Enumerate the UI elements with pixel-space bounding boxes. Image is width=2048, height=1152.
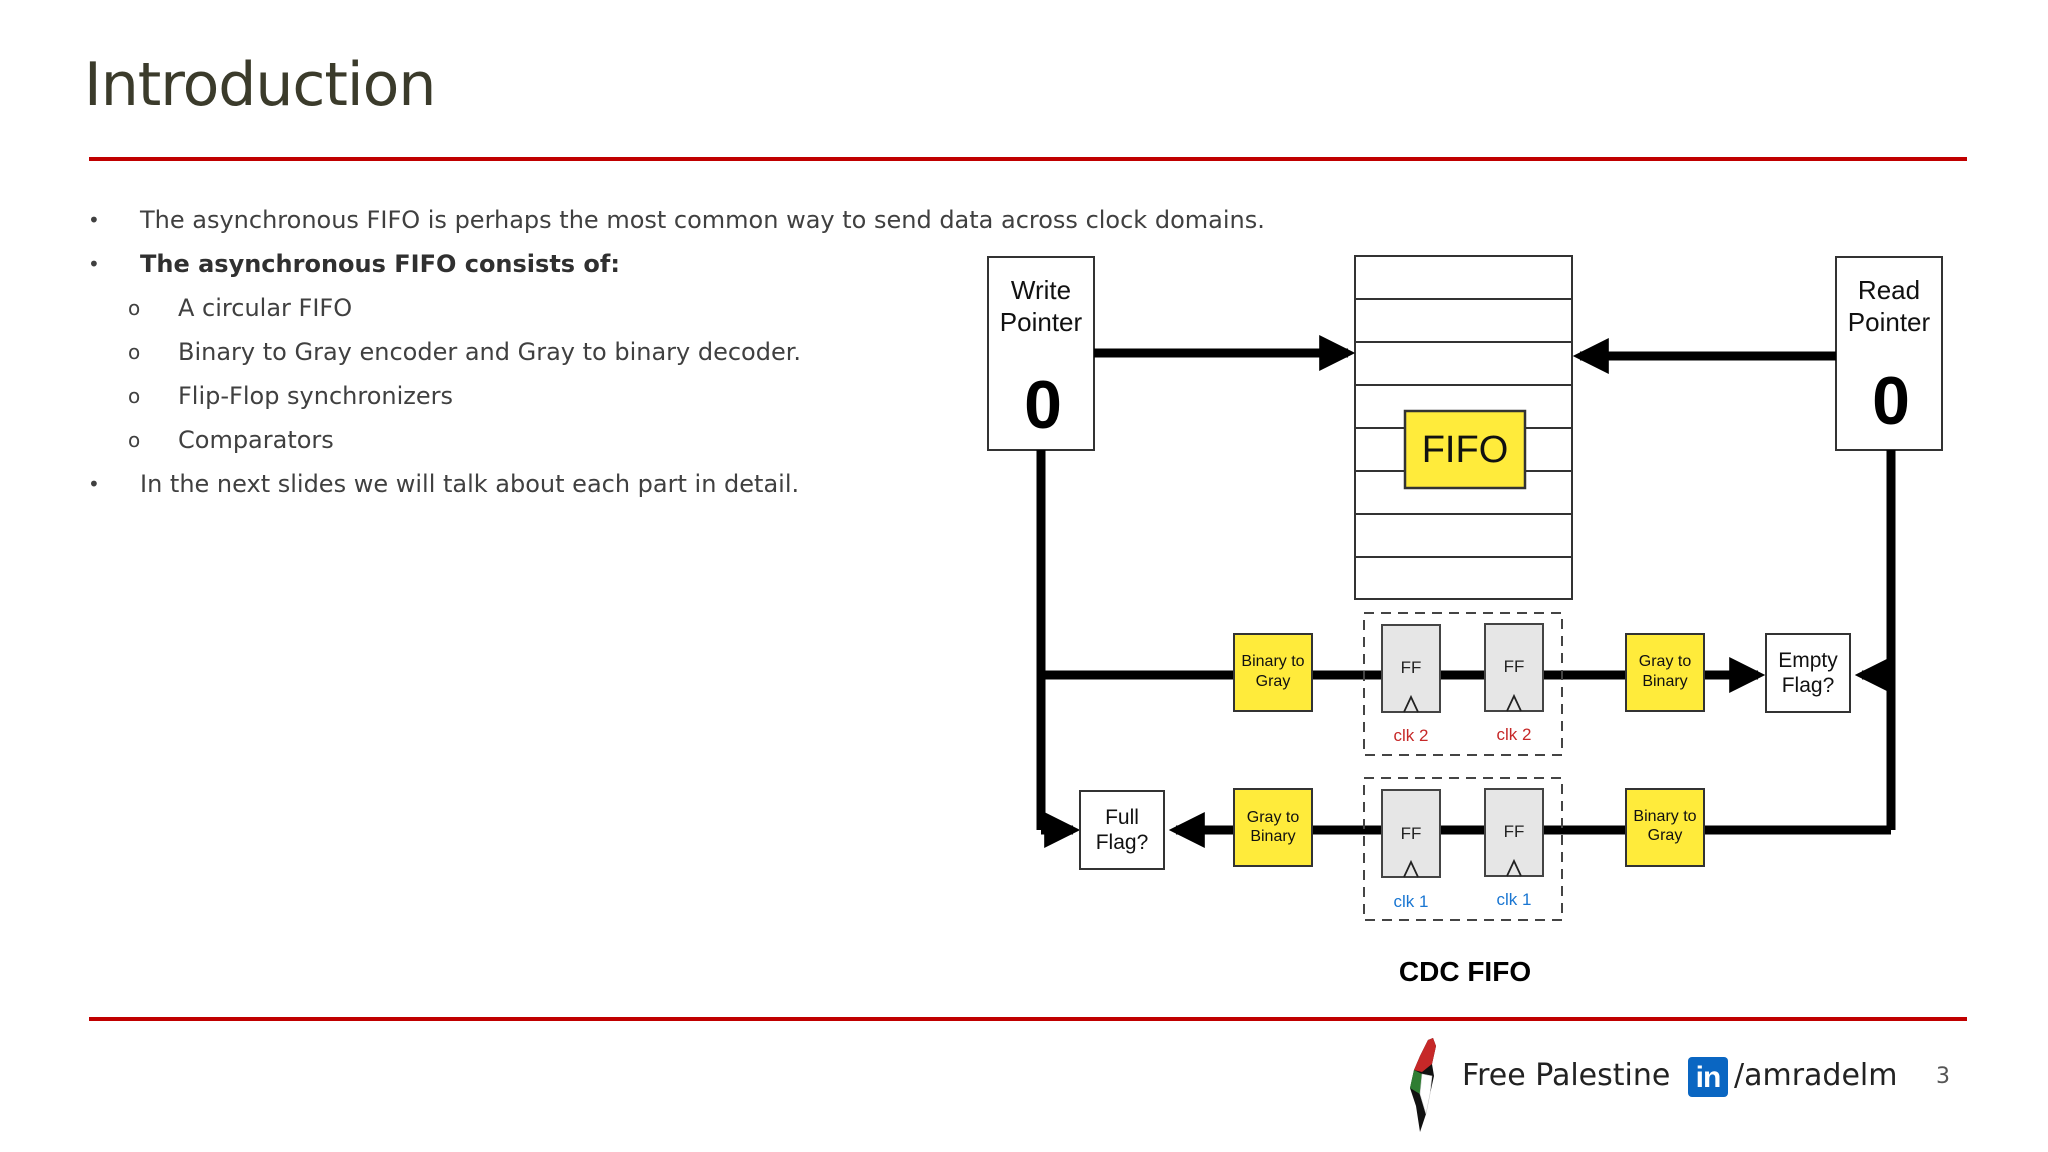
bottom-ff1-clk-label: clk 1 (1394, 892, 1429, 911)
top-encoder-box (1233, 633, 1313, 712)
palestine-flag-icon (1410, 1038, 1436, 1132)
bullet-text: In the next slides we will talk about ea… (140, 470, 800, 498)
read-pointer-value: 0 (1872, 363, 1910, 439)
top-ff2-clock-icon (1506, 693, 1522, 712)
read-pointer-label-2: Pointer (1848, 307, 1931, 337)
sub-bullet-text: Flip-Flop synchronizers (178, 382, 454, 410)
linkedin-handle[interactable]: /amradelm (1734, 1058, 1898, 1093)
sub-bullet-text: Binary to Gray encoder and Gray to binar… (178, 338, 802, 366)
footer-slogan: Free Palestine (1462, 1058, 1671, 1093)
bullet-list: • The asynchronous FIFO is perhaps the mo… (88, 198, 1265, 506)
full-flag-label-2: Flag? (1096, 831, 1149, 854)
bottom-ff1-clock-icon (1403, 859, 1419, 878)
bullet-item: • In the next slides we will talk about e… (88, 462, 1208, 506)
bottom-encoder-label-2: Gray (1648, 827, 1683, 844)
top-ff1-clk-label: clk 2 (1394, 726, 1429, 745)
title-divider (89, 157, 1967, 161)
top-ff1-clock-icon (1403, 694, 1419, 713)
bullet-marker: • (88, 208, 100, 232)
bottom-ff2-clk-label: clk 1 (1497, 890, 1532, 909)
full-flag-label-1: Full (1105, 806, 1139, 829)
footer-divider (89, 1017, 1967, 1021)
sub-bullet-item: o Binary to Gray encoder and Gray to bina… (88, 330, 1208, 374)
sub-bullet-item: o Comparators (88, 418, 1208, 462)
top-decoder-label-2: Binary (1642, 673, 1687, 690)
write-pointer-label-2: Pointer (1000, 307, 1083, 337)
sub-bullet-marker: o (128, 384, 141, 408)
bottom-decoder-box (1233, 788, 1313, 867)
bottom-ff2-label: FF (1504, 822, 1525, 841)
slide-title: Introduction (84, 50, 436, 120)
empty-flag-label-2: Flag? (1782, 674, 1835, 697)
top-encoder-label-1: Binary to (1241, 653, 1304, 670)
linkedin-icon[interactable]: in (1688, 1057, 1728, 1097)
bottom-ff1-label: FF (1401, 824, 1422, 843)
connectors (1036, 335, 1896, 848)
bullet-item: • The asynchronous FIFO consists of: (88, 242, 1208, 286)
full-flag-box (1079, 790, 1165, 870)
write-pointer-box (987, 256, 1095, 451)
top-encoder-label-2: Gray (1256, 673, 1291, 690)
fifo-label-box (1403, 409, 1527, 490)
bottom-encoder-label-1: Binary to (1633, 808, 1696, 825)
sub-bullet-marker: o (128, 296, 141, 320)
bullet-marker: • (88, 472, 100, 496)
read-pointer-label-1: Read (1858, 275, 1920, 305)
empty-flag-box (1765, 633, 1851, 713)
top-ff2-clk-label: clk 2 (1497, 725, 1532, 744)
bottom-decoder-label-1: Gray to (1247, 809, 1300, 826)
sub-bullet-item: o Flip-Flop synchronizers (88, 374, 1208, 418)
sub-bullet-text: Comparators (178, 426, 334, 454)
sub-bullet-text: A circular FIFO (178, 294, 353, 322)
fifo-label: FIFO (1422, 429, 1509, 471)
empty-flag-label-1: Empty (1778, 649, 1838, 672)
bottom-ff2-clock-icon (1506, 858, 1522, 877)
sub-bullet-marker: o (128, 428, 141, 452)
write-pointer-value: 0 (1024, 367, 1062, 443)
top-decoder-label-1: Gray to (1639, 653, 1692, 670)
bullet-text: The asynchronous FIFO consists of: (140, 250, 620, 278)
top-ff1-label: FF (1401, 658, 1422, 677)
bottom-encoder-box (1625, 788, 1705, 867)
sub-bullet-item: o A circular FIFO (88, 286, 1208, 330)
bullet-item: • The asynchronous FIFO is perhaps the mo… (88, 198, 1265, 242)
bottom-decoder-label-2: Binary (1250, 828, 1295, 845)
top-ff2-label: FF (1504, 657, 1525, 676)
diagram-caption: CDC FIFO (1399, 956, 1531, 987)
write-pointer-label-1: Write (1011, 275, 1071, 305)
bullet-text: The asynchronous FIFO is perhaps the mos… (140, 206, 1265, 234)
sub-bullet-marker: o (128, 340, 141, 364)
top-decoder-box (1625, 633, 1705, 712)
bullet-marker: • (88, 252, 100, 276)
page-number: 3 (1936, 1064, 1950, 1089)
